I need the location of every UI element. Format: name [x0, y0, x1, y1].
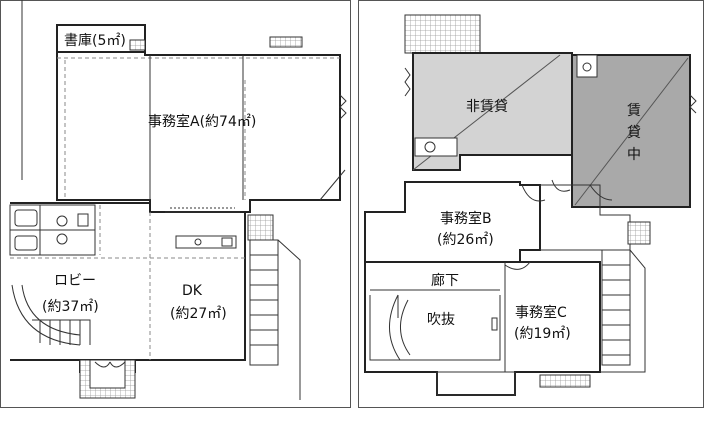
office-c-name-label: 事務室C — [515, 305, 567, 321]
storage-room-label: 書庫(5㎡) — [64, 33, 126, 49]
rental-label-3: 中 — [627, 147, 641, 163]
office-c-area-label: (約19㎡) — [514, 326, 571, 342]
non-rental-label: 非賃貸 — [466, 99, 508, 115]
office-a-outline — [56, 51, 341, 213]
lobby-area-label: (約37㎡) — [42, 299, 99, 315]
atrium-label: 吹抜 — [427, 312, 455, 328]
office-a-label: 事務室A(約74㎡) — [148, 114, 257, 130]
dk-area-label: (約27㎡) — [170, 306, 227, 322]
office-b-outline — [364, 181, 541, 263]
left-hatch-top — [269, 36, 303, 48]
lobby-name-label: ロビー — [54, 273, 96, 289]
rental-label-1: 賃 — [627, 103, 641, 119]
rental-label-2: 貸 — [627, 125, 641, 141]
office-b-name-label: 事務室B — [440, 211, 492, 227]
left-panel-frame — [0, 0, 351, 408]
right-hatch-top — [404, 14, 481, 54]
lower-floor-outline — [10, 202, 246, 373]
dk-name-label: DK — [182, 283, 202, 299]
corridor-label: 廊下 — [431, 273, 459, 289]
office-b-area-label: (約26㎡) — [437, 232, 494, 248]
